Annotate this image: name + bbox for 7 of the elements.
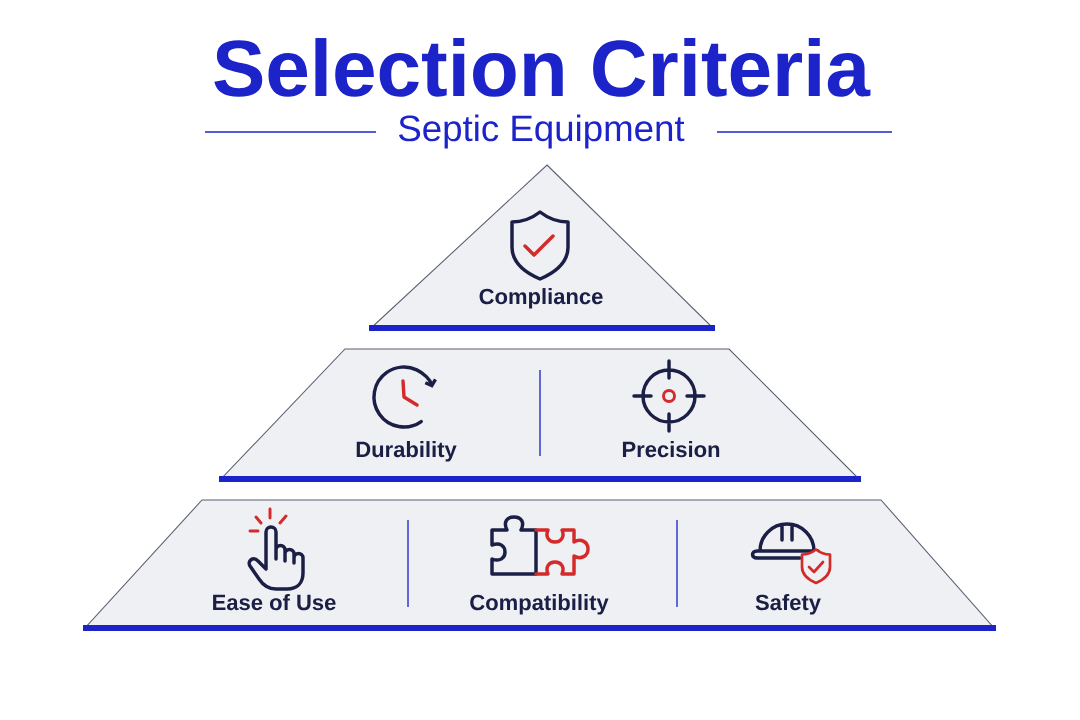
title: Selection Criteria <box>214 38 871 97</box>
criterion-label: Compatibility <box>470 594 609 615</box>
criterion-label: Durability <box>356 441 457 462</box>
criterion-label: Ease of Use <box>213 594 336 611</box>
criterion-label: Safety <box>755 594 821 615</box>
criterion-label: Precision <box>622 441 720 458</box>
criterion-label: Compliance <box>479 288 603 309</box>
